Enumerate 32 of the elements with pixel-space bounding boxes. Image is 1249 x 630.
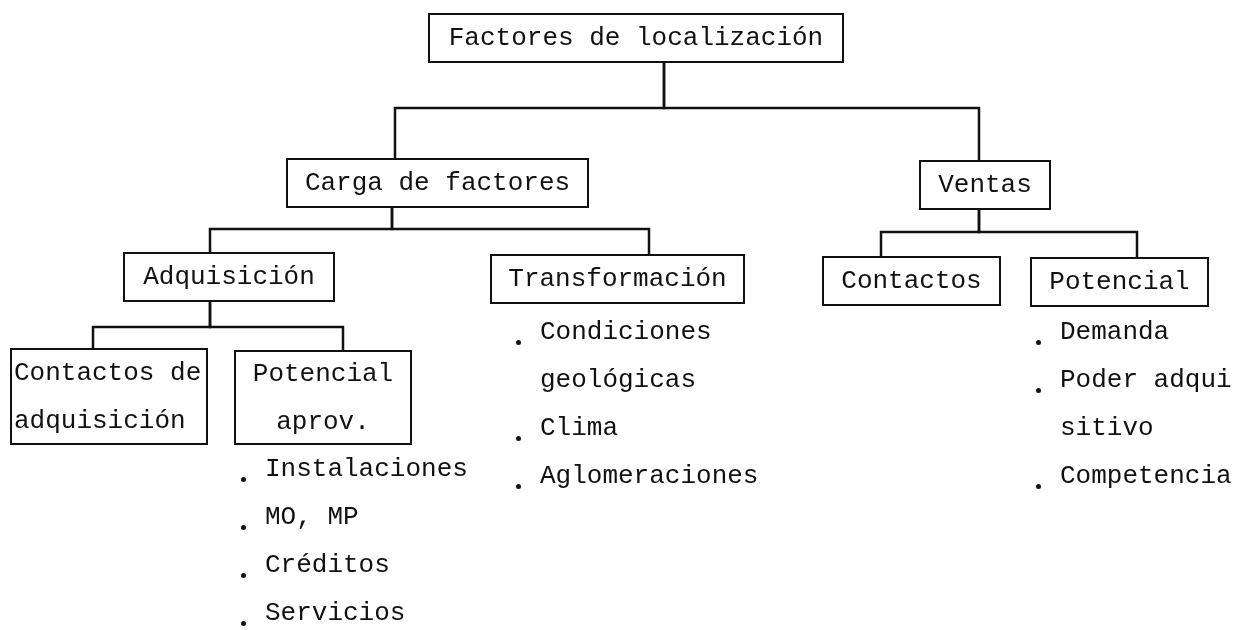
connector-line	[390, 208, 651, 254]
bullet-item: Clima	[510, 404, 775, 452]
node-label: Contactos	[841, 265, 982, 298]
node-box	[428, 13, 844, 63]
node-box	[286, 158, 589, 208]
bullet-item: Aglomeraciones	[510, 452, 775, 500]
node-label: Ventas	[938, 169, 1032, 202]
node-label: Contactos de adquisición	[14, 356, 203, 438]
bullet-item: Poder adqui sitivo	[1030, 356, 1248, 452]
node-label: Adquisición	[143, 261, 315, 294]
node-box	[822, 256, 1001, 306]
bullet-item: Instalaciones	[235, 445, 484, 493]
connector-line	[662, 63, 981, 160]
node-label: Carga de factores	[304, 167, 571, 200]
node-box	[490, 254, 745, 304]
connector-line	[208, 302, 345, 350]
bullet-item: Créditos	[235, 541, 484, 589]
node-box	[919, 160, 1051, 210]
node-box	[234, 350, 412, 445]
node-label: Potencial aprov.	[251, 357, 395, 439]
node-box	[123, 252, 335, 302]
node-label: Transformación	[508, 263, 727, 296]
bullet-item: Demanda	[1030, 308, 1248, 356]
node-label: Potencial	[1049, 266, 1190, 299]
bullet-item: Competencia	[1030, 452, 1248, 500]
node-box	[1030, 257, 1209, 307]
node-box	[10, 348, 208, 445]
connector-line	[977, 210, 1139, 257]
bullet-item: MO, MP	[235, 493, 484, 541]
node-label: Factores de localización	[448, 22, 824, 55]
bullet-item: Condiciones geológicas	[510, 308, 775, 404]
bullet-item: Servicios	[235, 589, 484, 630]
